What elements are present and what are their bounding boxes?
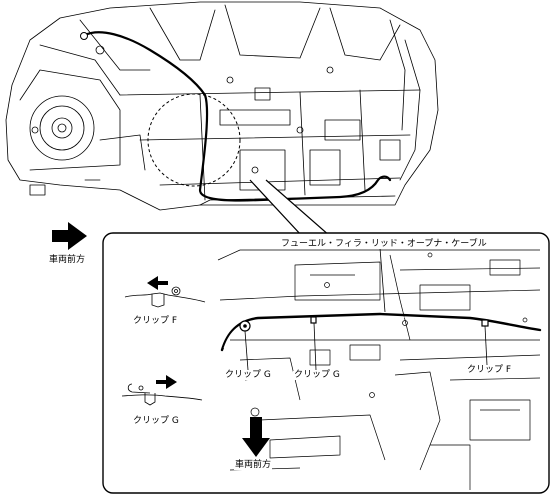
clip-g-left-marker	[239, 320, 251, 332]
vehicle-front-label-top: 車両前方	[49, 255, 86, 265]
detail-focus-circle	[147, 93, 241, 187]
cable-route-detail-inner	[223, 315, 541, 349]
clip-f-arrow-icon	[147, 276, 168, 290]
clip-f-legend-label: クリップ F	[133, 316, 178, 326]
detail-callout-pointer	[249, 179, 332, 237]
cable-end-top	[80, 32, 88, 40]
clip-g-illustration	[121, 383, 203, 406]
vehicle-front-label-bottom: 車両前方	[234, 460, 273, 470]
clip-f-right-marker	[481, 319, 489, 327]
vehicle-front-arrow-bottom	[242, 417, 270, 457]
cable-route-top	[83, 31, 392, 202]
vehicle-front-arrow-top	[52, 222, 87, 250]
clip-g-arrow-icon	[156, 375, 177, 389]
clip-g-mid-marker	[310, 316, 317, 324]
vehicle-body-illustration	[5, 1, 439, 211]
detail-panel	[102, 232, 550, 494]
clip-g-mid-label: クリップ G	[293, 370, 341, 380]
clip-f-illustration	[124, 286, 206, 308]
clip-g-legend-label: クリップ G	[133, 416, 179, 426]
clip-g-left-label: クリップ G	[224, 370, 272, 380]
clip-f-right-label: クリップ F	[466, 365, 513, 375]
cable-name-label: フューエル・フィラ・リッド・オープナ・ケーブル	[280, 239, 488, 249]
leader-lines	[244, 247, 488, 371]
cable-route-detail	[220, 312, 542, 352]
